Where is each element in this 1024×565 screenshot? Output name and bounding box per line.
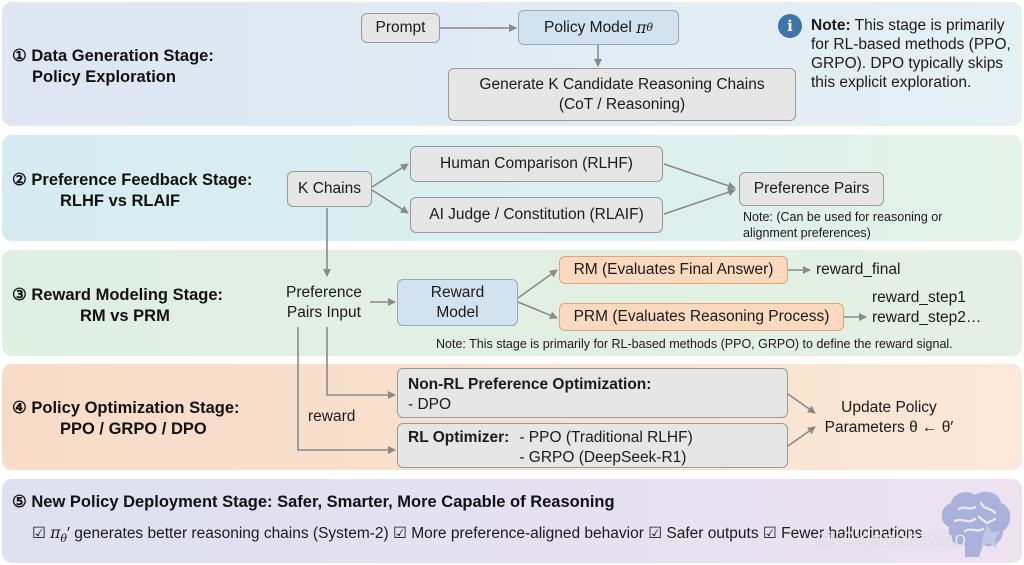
stage2-note-line1: Note: (Can be used for reasoning or [743,210,943,224]
reward-step2: reward_step2… [872,309,982,326]
update-policy-node: Update Policy Parameters θ ← θ′ [820,398,958,438]
benefit-fewer-hallucinations: ☑ Fewer hallucinations [762,525,923,542]
stage2-title-line1: Preference Feedback Stage: [31,171,253,189]
stage3-title-line1: Reward Modeling Stage: [31,286,223,304]
ai-judge-node: AI Judge / Constitution (RLAIF) [410,197,663,233]
reward-label: reward [308,408,356,425]
brain-icon [941,491,1011,557]
stage2-note-line2: alignment preferences) [743,226,871,240]
input-line2: Pairs Input [286,304,361,321]
info-icon: i [778,14,802,38]
stage2-number: ② [12,171,27,189]
input-line1: Preference [286,284,362,301]
benefit-reasoning-text: ′ generates better reasoning chains (Sys… [67,525,389,542]
generate-chains-node: Generate K Candidate Reasoning Chains (C… [448,68,796,121]
stage3-note: Note: This stage is primarily for RL-bas… [436,337,953,351]
rl-optimizer-node: RL Optimizer: - PPO (Traditional RLHF) -… [397,423,788,468]
check-icon: ☑ [32,525,46,542]
stage3-number: ③ [12,286,27,304]
benefit-safer-outputs: ☑ Safer outputs [648,525,759,542]
prompt-label: Prompt [375,19,426,36]
non-rl-optimization-node: Non-RL Preference Optimization: - DPO [397,368,788,418]
stage5-number: ⑤ [12,493,27,511]
note-label: Note: [811,17,851,34]
generate-line2: (CoT / Reasoning) [558,95,686,113]
deployment-benefits: ☑ πθ′ generates better reasoning chains … [32,524,922,545]
policy-symbol: π [636,18,647,37]
human-comparison-label: Human Comparison (RLHF) [440,155,633,172]
prm-label: PRM (Evaluates Reasoning Process) [573,308,830,325]
non-rl-item-dpo: - DPO [408,396,452,413]
stage1-number: ① [12,47,27,65]
stage1-title-line1: Data Generation Stage: [31,47,214,65]
prm-node: PRM (Evaluates Reasoning Process) [559,303,844,331]
reward-step1: reward_step1 [872,289,966,306]
stage2-note: Note: (Can be used for reasoning or alig… [743,209,942,241]
rl-optimizer-title: RL Optimizer: [408,429,510,446]
benefit-preference-aligned: ☑ More preference-aligned behavior [393,525,644,542]
reward-final: reward_final [816,261,901,278]
stage2-title: ② Preference Feedback Stage: RLHF vs RLA… [12,170,252,212]
note-text: This stage is primarily for RL-based met… [811,17,1011,91]
preference-pairs-input: Preference Pairs Input [286,283,362,323]
rm-label: RM (Evaluates Final Answer) [573,261,774,278]
stage5-band [2,479,1022,563]
stage1-note: Note: This stage is primarily for RL-bas… [811,16,1016,92]
update-line1: Update Policy [841,399,937,416]
reward-model-line1: Reward [430,283,485,301]
stage5-title-text: New Policy Deployment Stage: Safer, Smar… [31,493,615,511]
rl-item-ppo: - PPO (Traditional RLHF) [519,429,693,446]
stage4-title-line1: Policy Optimization Stage: [31,399,240,417]
generate-line1: Generate K Candidate Reasoning Chains [479,75,765,93]
k-chains-label: K Chains [298,180,361,197]
stage4-title-line2: PPO / GRPO / DPO [60,420,207,438]
prompt-node: Prompt [361,13,440,43]
policy-subscript: θ [646,20,653,34]
ai-judge-label: AI Judge / Constitution (RLAIF) [429,206,644,223]
stage2-title-line2: RLHF vs RLAIF [60,192,181,210]
stage1-title-line2: Policy Exploration [32,68,176,86]
k-chains-node: K Chains [287,171,372,207]
policy-model-label: Policy Model [544,18,632,36]
benefit-reasoning: ☑ πθ′ generates better reasoning chains … [32,524,389,546]
rm-node: RM (Evaluates Final Answer) [559,256,788,284]
update-line2: Parameters θ ← θ′ [824,419,954,436]
stage3-title: ③ Reward Modeling Stage: RM vs PRM [12,285,223,327]
reward-model-node: Reward Model [397,279,518,326]
stage1-title: ① Data Generation Stage: Policy Explorat… [12,46,214,88]
policy-subscript: θ [60,532,68,546]
stage4-title: ④ Policy Optimization Stage: PPO / GRPO … [12,398,240,440]
preference-pairs-label: Preference Pairs [753,180,870,197]
reward-model-line2: Model [436,303,479,321]
stage5-title: ⑤ New Policy Deployment Stage: Safer, Sm… [12,492,615,513]
policy-symbol: π [50,524,61,542]
stage4-number: ④ [12,399,27,417]
watermark: @ 0xjacobzhao [815,528,967,551]
human-comparison-node: Human Comparison (RLHF) [410,146,663,182]
preference-pairs-node: Preference Pairs [739,172,884,206]
non-rl-title: Non-RL Preference Optimization: [408,376,652,393]
stage3-title-line2: RM vs PRM [80,307,170,325]
rl-item-grpo: - GRPO (DeepSeek-R1) [519,449,687,466]
